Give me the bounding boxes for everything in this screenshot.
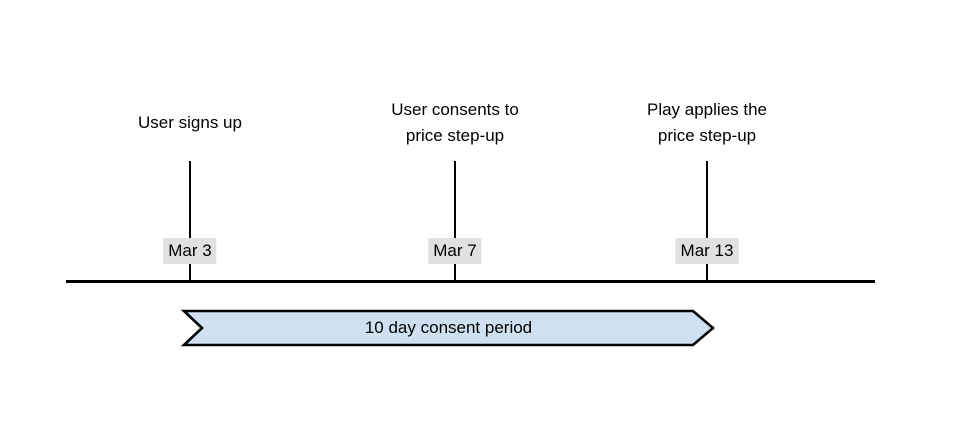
event-caption-signup: User signs up [138,113,242,132]
arrow-polygon [180,309,716,347]
consent-period-arrow-shape [180,309,716,347]
event-caption-apply: Play applies the price step-up [646,100,768,145]
event-tick-apply [706,161,708,283]
timeline-axis [66,280,875,283]
event-date-signup: Mar 3 [163,238,217,264]
event-date-apply: Mar 13 [675,238,739,264]
event-tick-signup [189,161,191,283]
event-caption-consent: User consents to price step-up [391,100,519,145]
consent-period-banner: 10 day consent period [180,309,716,347]
event-date-consent: Mar 7 [428,238,482,264]
event-tick-consent [454,161,456,283]
